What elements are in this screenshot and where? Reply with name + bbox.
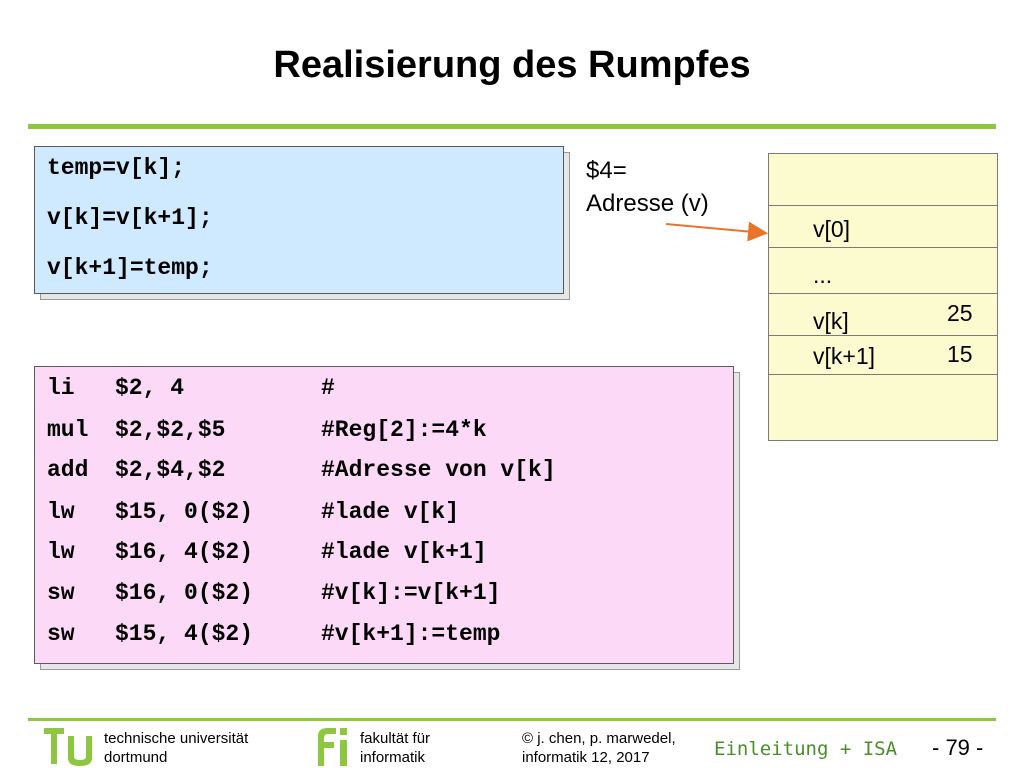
assembly-row: li $2, 4 #: [47, 375, 335, 405]
memory-divider: [769, 374, 997, 375]
memory-divider: [769, 293, 997, 294]
memory-label-v0: v[0]: [813, 216, 851, 242]
asm-args: $16, 4($2): [115, 539, 254, 565]
tu-logo-icon: [44, 728, 92, 766]
slide-title: Realisierung des Rumpfes: [273, 44, 751, 86]
assembly-row: sw $16, 0($2) #v[k]:=v[k+1]: [47, 580, 500, 610]
footer-topic: Einleitung + ISA: [714, 738, 898, 760]
assembly-row: lw $15, 0($2) #lade v[k]: [47, 499, 459, 529]
asm-comment: #Adresse von v[k]: [321, 457, 556, 483]
asm-args: $15, 0($2): [115, 499, 254, 525]
footer-copyright-line1: © j. chen, p. marwedel,: [522, 730, 676, 747]
memory-label-ellipsis: ...: [813, 262, 833, 288]
asm-op: sw: [47, 621, 75, 647]
asm-op: sw: [47, 580, 75, 606]
asm-comment: #v[k]:=v[k+1]: [321, 580, 501, 606]
asm-op: add: [47, 457, 89, 483]
asm-args: $15, 4($2): [115, 621, 254, 647]
footer-copyright-line2: informatik 12, 2017: [522, 749, 650, 766]
asm-op: lw: [47, 499, 75, 525]
asm-args: $2,$4,$2: [115, 457, 226, 483]
asm-comment: #Reg[2]:=4*k: [321, 417, 487, 443]
memory-label-vk: v[k]: [813, 308, 849, 334]
footer-divider: [28, 718, 996, 721]
memory-label-vk1: v[k+1]: [813, 343, 876, 369]
memory-divider: [769, 247, 997, 248]
c-code-line: v[k]=v[k+1];: [47, 205, 213, 231]
asm-args: $2,$2,$5: [115, 417, 226, 443]
assembly-row: mul $2,$2,$5 #Reg[2]:=4*k: [47, 417, 487, 447]
footer-tu-line2: dortmund: [104, 749, 168, 766]
footer-tu-line1: technische universität: [104, 730, 249, 747]
assembly-row: sw $15, 4($2) #v[k+1]:=temp: [47, 621, 500, 651]
memory-divider: [769, 205, 997, 206]
c-code-line: temp=v[k];: [47, 155, 186, 181]
memory-diagram: v[0] ... v[k] 25 v[k+1] 15: [768, 153, 998, 441]
asm-args: $2, 4: [115, 375, 185, 401]
memory-value-vk1: 15: [947, 341, 973, 367]
title-divider: [28, 124, 996, 129]
asm-comment: #: [321, 375, 335, 401]
assembly-row: lw $16, 4($2) #lade v[k+1]: [47, 539, 487, 569]
footer-fi-line2: informatik: [360, 749, 426, 766]
asm-args: $16, 0($2): [115, 580, 254, 606]
register-note-line1: $4=: [586, 157, 627, 184]
c-code-box: temp=v[k]; v[k]=v[k+1]; v[k+1]=temp;: [34, 146, 564, 294]
asm-comment: #v[k+1]:=temp: [321, 621, 501, 647]
c-code-line: v[k+1]=temp;: [47, 255, 213, 281]
register-note-line2: Adresse (v): [586, 190, 709, 217]
footer-fi-line1: fakultät für: [360, 730, 431, 747]
memory-divider: [769, 335, 997, 336]
asm-comment: #lade v[k]: [321, 499, 460, 525]
asm-comment: #lade v[k+1]: [321, 539, 487, 565]
memory-value-vk: 25: [947, 300, 973, 326]
fi-logo-icon: [318, 728, 347, 766]
assembly-box: li $2, 4 # mul $2,$2,$5 #Reg[2]:=4*k add…: [34, 366, 734, 664]
asm-op: li: [47, 375, 75, 401]
asm-op: lw: [47, 539, 75, 565]
asm-op: mul: [47, 417, 89, 443]
page-number: - 79 -: [932, 735, 984, 760]
assembly-row: add $2,$4,$2 #Adresse von v[k]: [47, 457, 556, 487]
